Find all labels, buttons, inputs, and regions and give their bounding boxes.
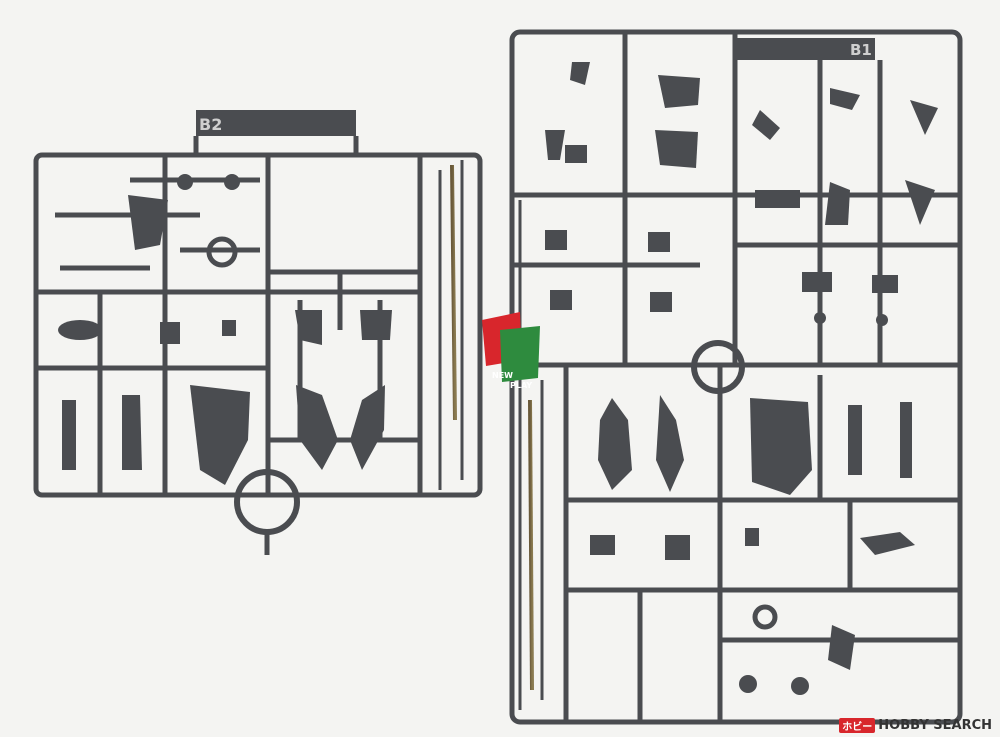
sprue-left	[33, 110, 483, 498]
sprue-right-parts	[545, 62, 938, 695]
newplay-logo: NEW PLAY	[482, 312, 540, 390]
sprue-left-label: B2	[199, 115, 222, 134]
sprue-right	[509, 29, 963, 725]
hobbysearch-watermark: ホビー HOBBY SEARCH	[839, 718, 992, 733]
logo-line2: PLAY	[510, 381, 532, 390]
sprue-right-label: B1	[850, 41, 872, 59]
watermark-badge: ホビー	[839, 718, 876, 733]
sprue-right-rod	[528, 399, 534, 691]
sprue-left-rod	[450, 164, 457, 421]
watermark-text: HOBBY SEARCH	[878, 718, 992, 733]
sprue-right-ring	[691, 340, 745, 394]
sprue-left-parts	[58, 174, 392, 485]
sprue-right-tag	[735, 38, 875, 60]
logo-line1: NEW	[492, 371, 513, 380]
sprue-left-tag	[196, 110, 356, 136]
